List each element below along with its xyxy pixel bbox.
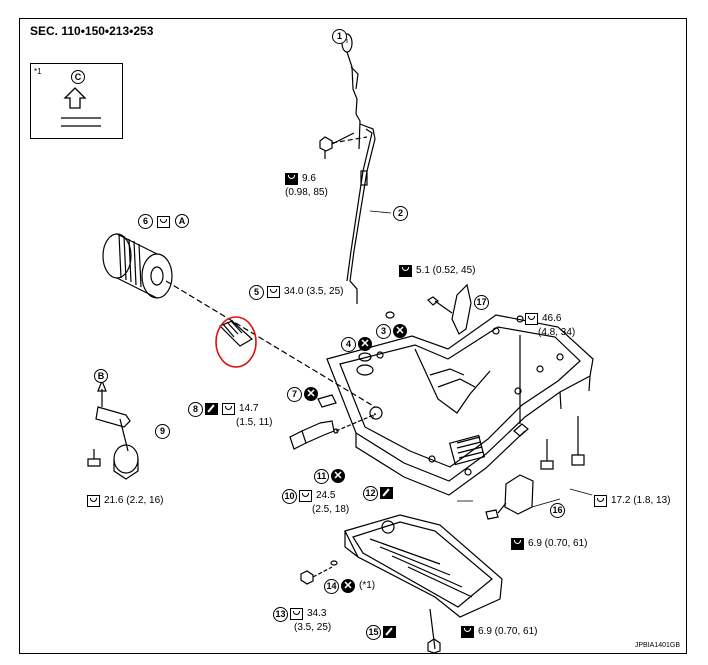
oil-level-gauge	[341, 33, 376, 304]
replace-part-icon: ✕	[331, 469, 345, 483]
ref-note: (*1)	[359, 580, 376, 591]
callout-7: 7	[287, 387, 302, 402]
oil-pan-exploded-view	[87, 33, 594, 653]
callout-14: 14	[324, 579, 339, 594]
letter-c: C	[71, 70, 85, 84]
torque-value: 17.2 (1.8, 13)	[611, 495, 671, 506]
torque-value: 9.6	[302, 173, 316, 184]
rear-cover	[504, 474, 534, 515]
replace-part-icon: ✕	[393, 324, 407, 338]
callout-4: 4	[341, 337, 356, 352]
replace-part-icon: ✕	[341, 579, 355, 593]
callout-13: 13	[273, 607, 288, 622]
callout-12: 12	[363, 486, 378, 501]
torque-value: 34.0 (3.5, 25)	[284, 286, 344, 297]
letter-b: B	[94, 369, 108, 383]
torque-wrench-icon	[299, 490, 312, 502]
callout-6: 6	[138, 214, 153, 229]
bracket	[427, 283, 472, 335]
callout-11: 11	[314, 469, 329, 484]
torque-wrench-icon	[157, 216, 170, 228]
tube-bolt	[319, 132, 355, 159]
diagram-frame: SEC. 110•150•213•253 *1 C 1 2 3 4 5 6 7 …	[19, 18, 687, 654]
callout-15: 15	[366, 625, 381, 640]
up-arrow-icon	[61, 87, 101, 127]
pan-bolts	[513, 335, 585, 470]
torque-value: 6.9 (0.70, 61)	[478, 626, 538, 637]
torque-wrench-icon	[290, 608, 303, 620]
torque-value: 24.5	[316, 490, 336, 501]
liquid-gasket-icon	[205, 403, 218, 415]
callout-3: 3	[376, 324, 391, 339]
reference-inset: *1 C	[30, 63, 123, 139]
oil-pan-upper	[326, 314, 594, 496]
callout-10: 10	[282, 489, 297, 504]
torque-wrench-icon	[222, 403, 235, 415]
replace-part-icon: ✕	[358, 337, 372, 351]
torque-wrench-icon	[267, 286, 280, 298]
torque-wrench-icon	[525, 313, 538, 325]
torque-value-sub: (3.5, 25)	[294, 622, 332, 633]
highlight-ring	[215, 316, 257, 368]
torque-value-sub: (1.5, 11)	[236, 417, 273, 428]
oil-pan-lower	[344, 514, 503, 653]
replace-part-icon: ✕	[304, 387, 318, 401]
callout-2: 2	[393, 206, 408, 221]
callout-1: 1	[332, 29, 347, 44]
torque-wrench-icon	[594, 495, 607, 507]
torque-value-sub: (0.98, 85)	[285, 187, 328, 198]
section-label: SEC. 110•150•213•253	[30, 24, 154, 38]
oil-pressure-switch	[289, 420, 339, 450]
oil-filter-connector-bolt	[218, 320, 254, 347]
torque-value-sub: (2.5, 18)	[312, 504, 350, 515]
callout-8: 8	[188, 402, 203, 417]
callout-9: 9	[155, 424, 170, 439]
callout-17: 17	[474, 295, 489, 310]
callout-16: 16	[550, 503, 565, 518]
torque-value: 14.7	[239, 403, 259, 414]
torque-value-sub: (4.8, 34)	[538, 327, 576, 338]
inset-ref: *1	[34, 67, 42, 76]
torque-value: 46.6	[542, 313, 562, 324]
callout-5: 5	[249, 285, 264, 300]
liquid-gasket-icon	[380, 487, 393, 499]
torque-value: 6.9 (0.70, 61)	[528, 538, 588, 549]
oil-filter	[102, 233, 173, 299]
oil-pump-arm	[87, 379, 139, 480]
letter-a: A	[175, 214, 189, 228]
torque-value: 5.1 (0.52, 45)	[416, 265, 476, 276]
torque-wrench-icon	[399, 265, 412, 277]
torque-wrench-icon	[461, 626, 474, 638]
torque-wrench-icon	[511, 538, 524, 550]
torque-value: 21.6 (2.2, 16)	[104, 495, 164, 506]
figure-code: JPBIA1401GB	[634, 642, 680, 649]
torque-wrench-icon	[87, 495, 100, 507]
torque-wrench-icon	[285, 173, 298, 185]
torque-value: 34.3	[307, 608, 327, 619]
liquid-gasket-icon	[383, 626, 396, 638]
